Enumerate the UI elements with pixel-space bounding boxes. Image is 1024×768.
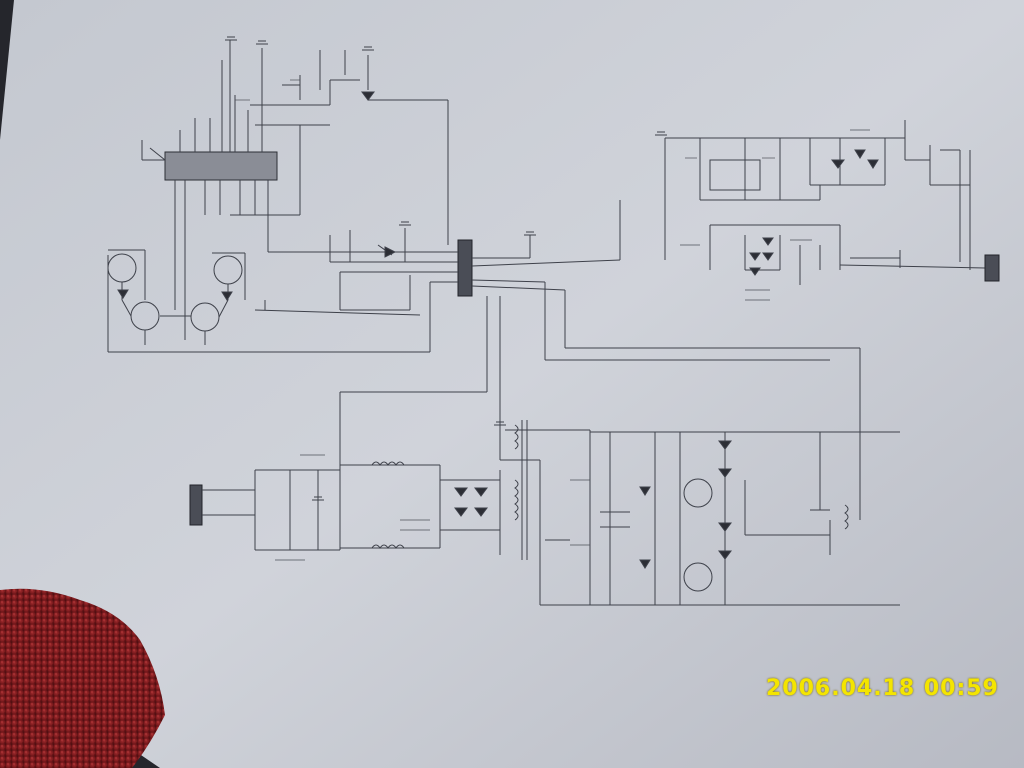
- component-label-marks: [235, 79, 870, 561]
- mosfet-t1: [683, 562, 713, 592]
- camera-timestamp: 2006.04.18 00:59: [766, 676, 999, 701]
- ic-chip: [164, 151, 278, 181]
- ground-symbols: [225, 36, 667, 501]
- regulator-block: [709, 159, 761, 191]
- connector-con1: [984, 254, 1000, 282]
- circuit-lines: [107, 40, 1000, 606]
- connector-con2: [189, 484, 203, 526]
- red-cloth: [0, 588, 165, 768]
- connector-con3: [457, 239, 473, 297]
- mosfet-t2: [683, 478, 713, 508]
